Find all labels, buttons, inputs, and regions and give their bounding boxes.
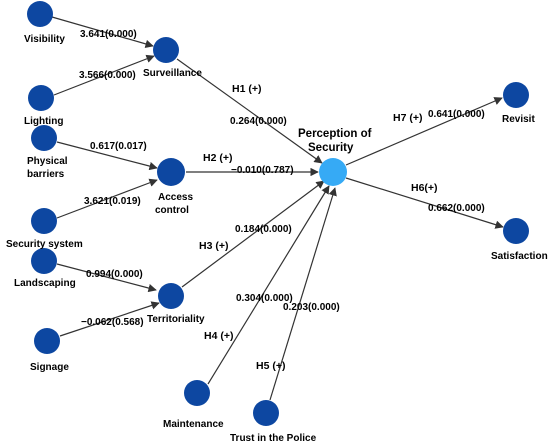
label-perception-line2: Security [308, 142, 354, 154]
edge-visibility-surveillance [51, 16, 154, 48]
edge-barriers-access [56, 141, 158, 171]
edge-signage-territoriality [59, 301, 160, 337]
coef-signage-territoriality: −0.062(0.568) [81, 317, 144, 328]
node-security-system [31, 208, 57, 234]
label-signage: Signage [30, 362, 69, 373]
node-satisfaction [503, 218, 529, 244]
label-trust-in-the-police: Trust in the Police [230, 433, 317, 444]
hypothesis-h6: H6(+) [411, 182, 438, 194]
label-perception-line1: Perception of [298, 128, 372, 140]
coef-barriers-access: 0.617(0.017) [90, 141, 147, 152]
coef-visibility-surveillance: 3.641(0.000) [80, 29, 137, 40]
edge-landscaping-territoriality [56, 263, 157, 293]
edge-territoriality-perception [181, 180, 325, 288]
edge-security-access [56, 178, 158, 219]
hypothesis-labels: H1 (+) H2 (+) H3 (+) H4 (+) H5 (+) H6(+)… [199, 83, 438, 372]
edge-maintenance-perception [207, 185, 330, 385]
coef-perception-satisfaction: 0.662(0.000) [428, 203, 485, 214]
hypothesis-h3: H3 (+) [199, 240, 228, 252]
edge-perception-revisit [345, 97, 503, 166]
edge-lighting-surveillance [53, 54, 155, 96]
node-landscaping [31, 248, 57, 274]
coef-perception-revisit: 0.641(0.000) [428, 109, 485, 120]
node-territoriality [158, 283, 184, 309]
label-landscaping: Landscaping [14, 278, 76, 289]
node-trust-in-the-police [253, 400, 279, 426]
label-revisit: Revisit [502, 114, 535, 125]
coef-maintenance-perception: 0.304(0.000) [236, 293, 293, 304]
node-labels: Visibility Lighting Physical barriers Se… [6, 34, 548, 444]
node-surveillance [153, 37, 179, 63]
label-territoriality: Territoriality [147, 314, 205, 325]
node-physical-barriers [31, 125, 57, 151]
hypothesis-h4: H4 (+) [204, 330, 233, 342]
coef-security-access: 3.621(0.019) [84, 196, 141, 207]
label-physical-barriers-line2: barriers [27, 169, 65, 180]
coef-landscaping-territoriality: 0.994(0.000) [86, 269, 143, 280]
coef-trust-perception: 0.203(0.000) [283, 302, 340, 313]
nodes [27, 1, 529, 426]
hypothesis-h7: H7 (+) [393, 112, 422, 124]
node-revisit [503, 82, 529, 108]
coef-access-perception: −0.010(0.787) [231, 165, 294, 176]
edge-coefficients: 3.641(0.000) 3.566(0.000) 0.617(0.017) 3… [79, 29, 485, 328]
edges [51, 16, 504, 401]
label-surveillance: Surveillance [143, 68, 202, 79]
coef-territoriality-perception: 0.184(0.000) [235, 224, 292, 235]
label-lighting: Lighting [24, 116, 63, 127]
edge-surveillance-perception [176, 58, 323, 164]
hypothesis-h2: H2 (+) [203, 152, 232, 164]
node-signage [34, 328, 60, 354]
node-perception-of-security [319, 158, 347, 186]
label-satisfaction: Satisfaction [491, 251, 548, 262]
node-access-control [157, 158, 185, 186]
coef-surveillance-perception: 0.264(0.000) [230, 116, 287, 127]
label-security-system: Security system [6, 239, 83, 250]
node-visibility [27, 1, 53, 27]
edge-trust-perception [269, 187, 337, 401]
label-physical-barriers-line1: Physical [27, 156, 68, 167]
hypothesis-h5: H5 (+) [256, 360, 285, 372]
label-access-control-line2: control [155, 205, 189, 216]
hypothesis-h1: H1 (+) [232, 83, 261, 95]
label-visibility: Visibility [24, 34, 65, 45]
edge-perception-satisfaction [345, 177, 504, 229]
node-lighting [28, 85, 54, 111]
coef-lighting-surveillance: 3.566(0.000) [79, 70, 136, 81]
node-maintenance [184, 380, 210, 406]
label-maintenance: Maintenance [163, 419, 224, 430]
label-access-control-line1: Access [158, 192, 193, 203]
